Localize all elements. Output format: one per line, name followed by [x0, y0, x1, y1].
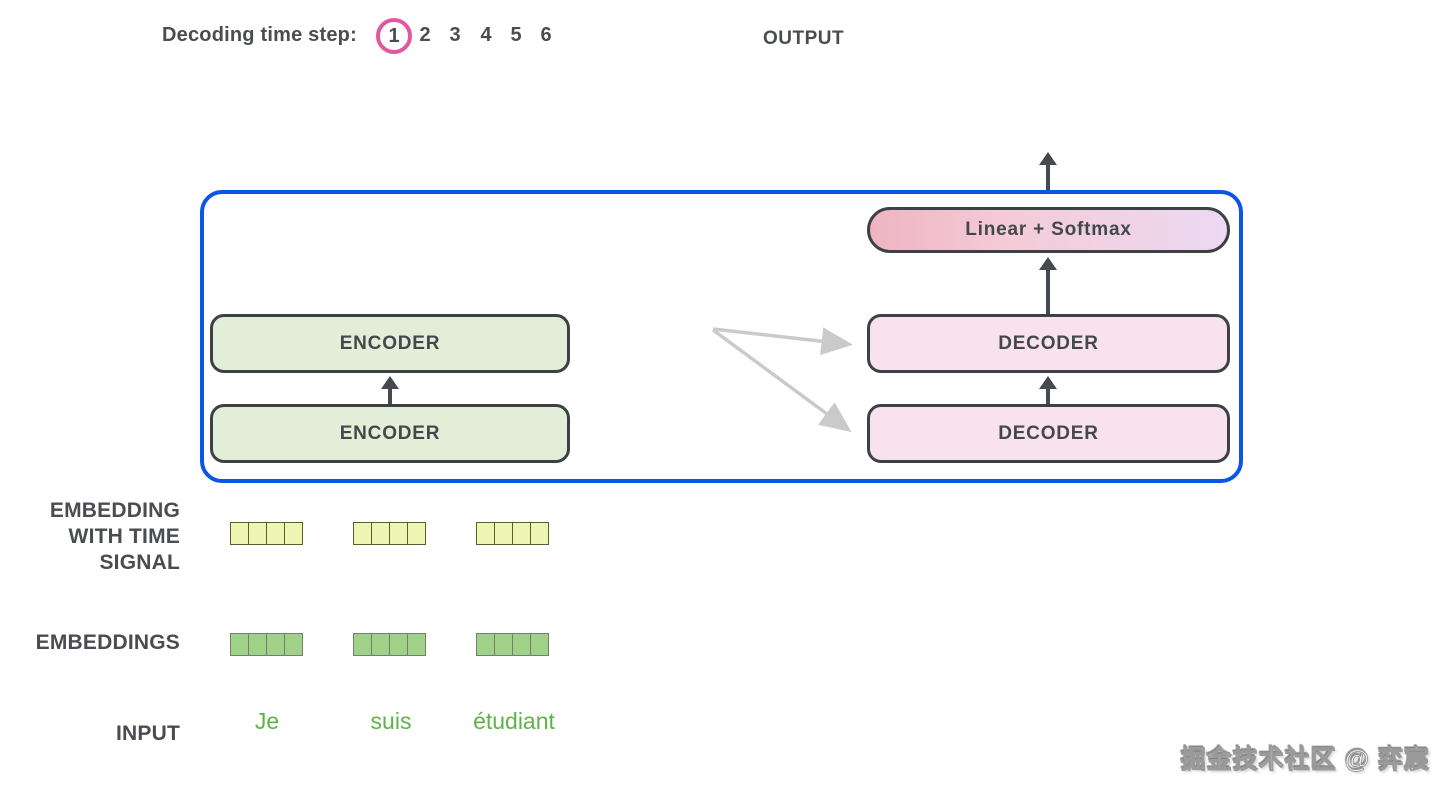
encoder-label: ENCODER [339, 332, 441, 354]
time-step-6: 6 [540, 24, 552, 46]
time-step-5: 5 [510, 24, 522, 46]
encoder-to-decoder-arrows-icon [711, 327, 853, 433]
time-step-2: 2 [419, 24, 431, 46]
encoder-label: ENCODER [339, 422, 441, 444]
time-signal-vector-2 [353, 522, 426, 545]
decoder-stack-arrow-icon [1039, 376, 1057, 404]
decoder-label: DECODER [998, 422, 1099, 444]
linear-softmax-block: Linear + Softmax [867, 207, 1230, 253]
time-step-selected-circle: 1 [376, 18, 412, 54]
embedding-vector-3 [476, 633, 549, 656]
time-step-3: 3 [449, 24, 461, 46]
input-word-je: Je [254, 708, 280, 734]
decoder-block-top: DECODER [867, 314, 1230, 373]
embedding-vector-2 [353, 633, 426, 656]
output-label: OUTPUT [763, 28, 845, 49]
encoder-stack-arrow-icon [381, 376, 399, 404]
decoder-to-softmax-arrow-icon [1039, 257, 1057, 314]
time-signal-vector-1 [230, 522, 303, 545]
embeddings-label: EMBEDDINGS [35, 631, 180, 654]
arrowhead-icon [1039, 152, 1057, 165]
embedding-with-time-signal-label: EMBEDDING WITH TIME SIGNAL [49, 499, 180, 574]
encoder-block-bottom: ENCODER [210, 404, 570, 463]
input-word-suis: suis [370, 708, 412, 734]
input-word-etudiant: étudiant [473, 708, 555, 734]
linear-softmax-label: Linear + Softmax [965, 219, 1132, 240]
output-arrow-up-icon [1039, 152, 1057, 190]
encoder-block-top: ENCODER [210, 314, 570, 373]
time-step-1: 1 [388, 24, 400, 47]
decoder-block-bottom: DECODER [867, 404, 1230, 463]
time-signal-vector-3 [476, 522, 549, 545]
embedding-vector-1 [230, 633, 303, 656]
decoding-time-step-label: Decoding time step: [162, 24, 357, 46]
watermark: 掘金技术社区 @ 弈宸 [1180, 746, 1430, 775]
input-label: INPUT [116, 722, 180, 745]
decoder-label: DECODER [998, 332, 1099, 354]
time-step-4: 4 [480, 24, 492, 46]
